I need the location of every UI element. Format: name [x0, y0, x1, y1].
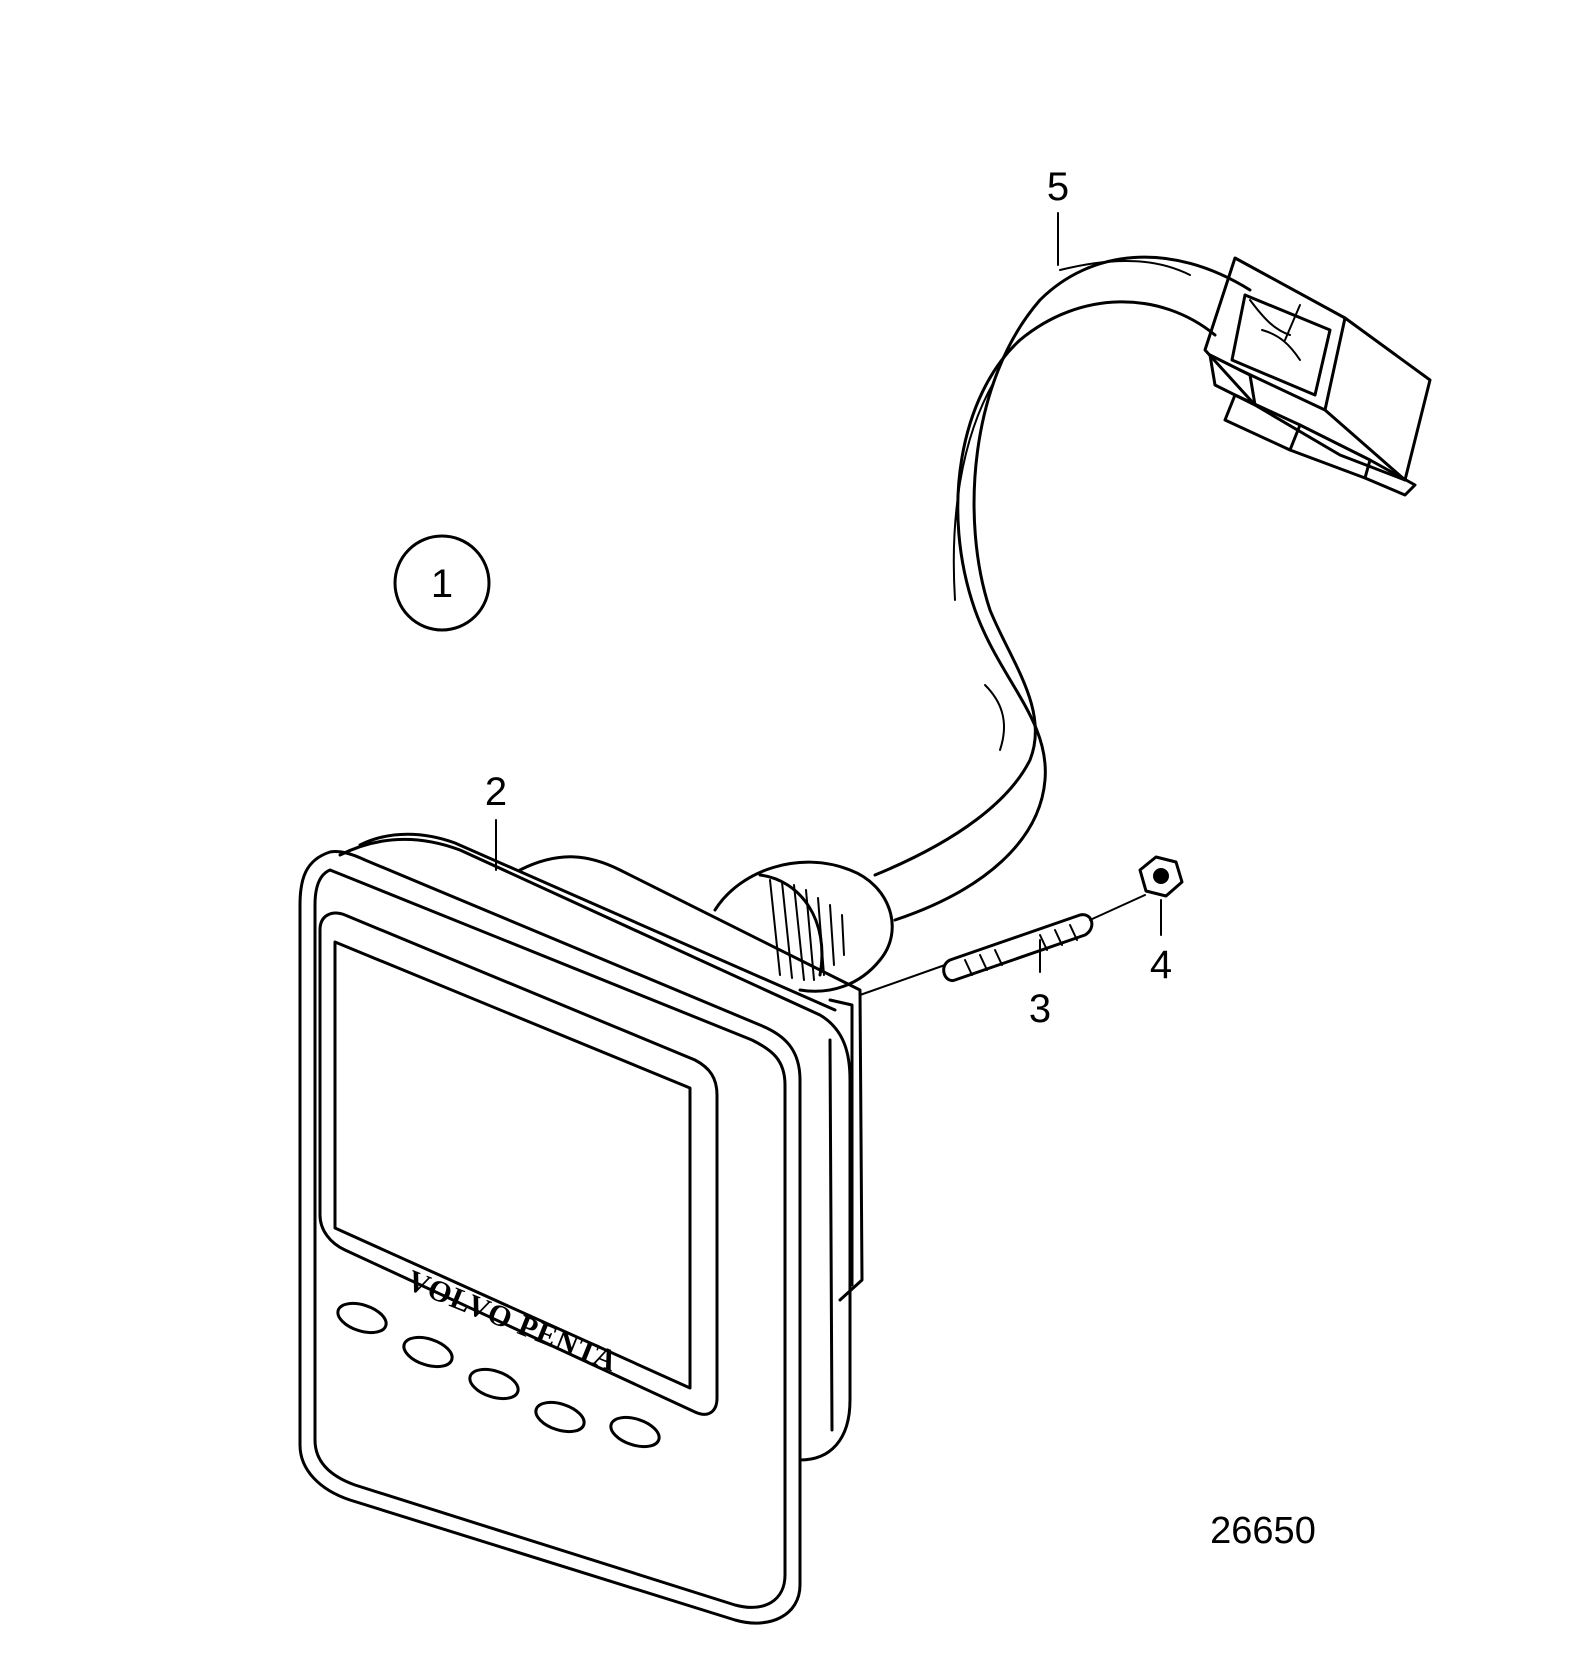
soft-keys — [336, 1301, 661, 1449]
cable-harness — [873, 255, 1432, 922]
rear-mounting-nut — [713, 860, 894, 993]
connector-plug — [1203, 256, 1432, 497]
group-marker: 1 — [393, 534, 491, 632]
display-unit: VOLVO PENTA — [298, 832, 894, 1625]
soft-key-4 — [534, 1400, 586, 1434]
callout-2: 2 — [485, 770, 507, 814]
group-marker-label: 1 — [431, 562, 453, 606]
leader-lines — [495, 212, 1162, 973]
callout-5: 5 — [1047, 165, 1069, 209]
soft-key-1 — [336, 1301, 388, 1335]
hex-nut — [1138, 855, 1184, 898]
soft-key-5 — [609, 1415, 661, 1449]
soft-key-2 — [402, 1335, 454, 1369]
figure-number: 26650 — [1210, 1510, 1316, 1552]
callout-3: 3 — [1029, 987, 1051, 1031]
mounting-stud — [859, 894, 1146, 996]
soft-key-3 — [468, 1367, 520, 1401]
brand-logo-text: VOLVO PENTA — [402, 1264, 622, 1379]
callout-4: 4 — [1150, 943, 1172, 987]
